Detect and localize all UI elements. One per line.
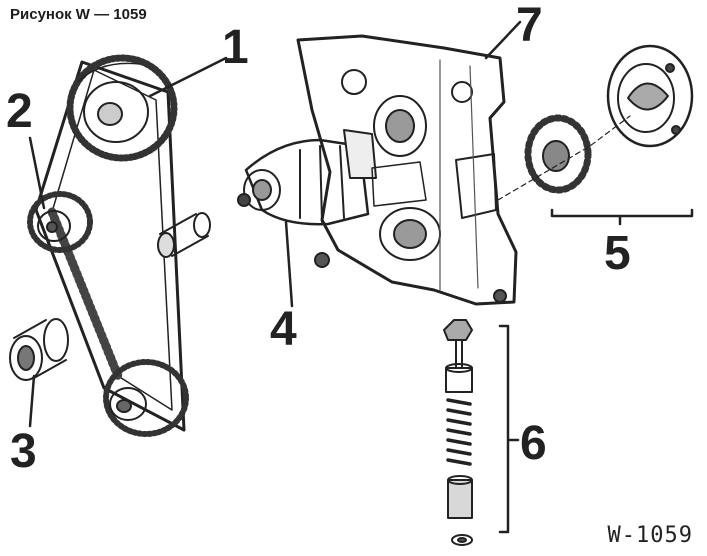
- callout-3: 3: [10, 425, 37, 478]
- figure-caption: Рисунок W — 1059: [10, 6, 147, 23]
- water-pump: [237, 129, 377, 226]
- oil-pump-inner-rotor: [524, 114, 592, 194]
- leader-7: [484, 20, 522, 60]
- tensioner-pulley: [27, 191, 93, 253]
- callout-6: 6: [520, 417, 547, 470]
- callout-4: 4: [270, 303, 297, 356]
- leader-3: [28, 374, 36, 428]
- leader-2: [28, 136, 46, 210]
- leader-lines: [28, 20, 522, 428]
- camshaft-sprocket: [66, 54, 178, 162]
- leader-4: [284, 220, 294, 308]
- callout-5: 5: [604, 227, 631, 280]
- callout-2: 2: [6, 85, 33, 138]
- crankshaft-sprocket: [103, 359, 189, 437]
- oil-pump-housing: [296, 34, 518, 306]
- pressure-relief-valve: [443, 319, 473, 546]
- callout-1: 1: [222, 21, 249, 74]
- spacer-bushing: [157, 212, 211, 258]
- leader-1: [148, 56, 228, 98]
- bracket-6: [498, 324, 520, 534]
- assembly-axis: [497, 115, 631, 201]
- idler-roller: [9, 318, 69, 381]
- callout-7: 7: [516, 0, 543, 52]
- bracket-5: [550, 208, 694, 226]
- oil-pump-outer-rotor: [606, 44, 694, 148]
- figure-code: W-1059: [607, 523, 693, 548]
